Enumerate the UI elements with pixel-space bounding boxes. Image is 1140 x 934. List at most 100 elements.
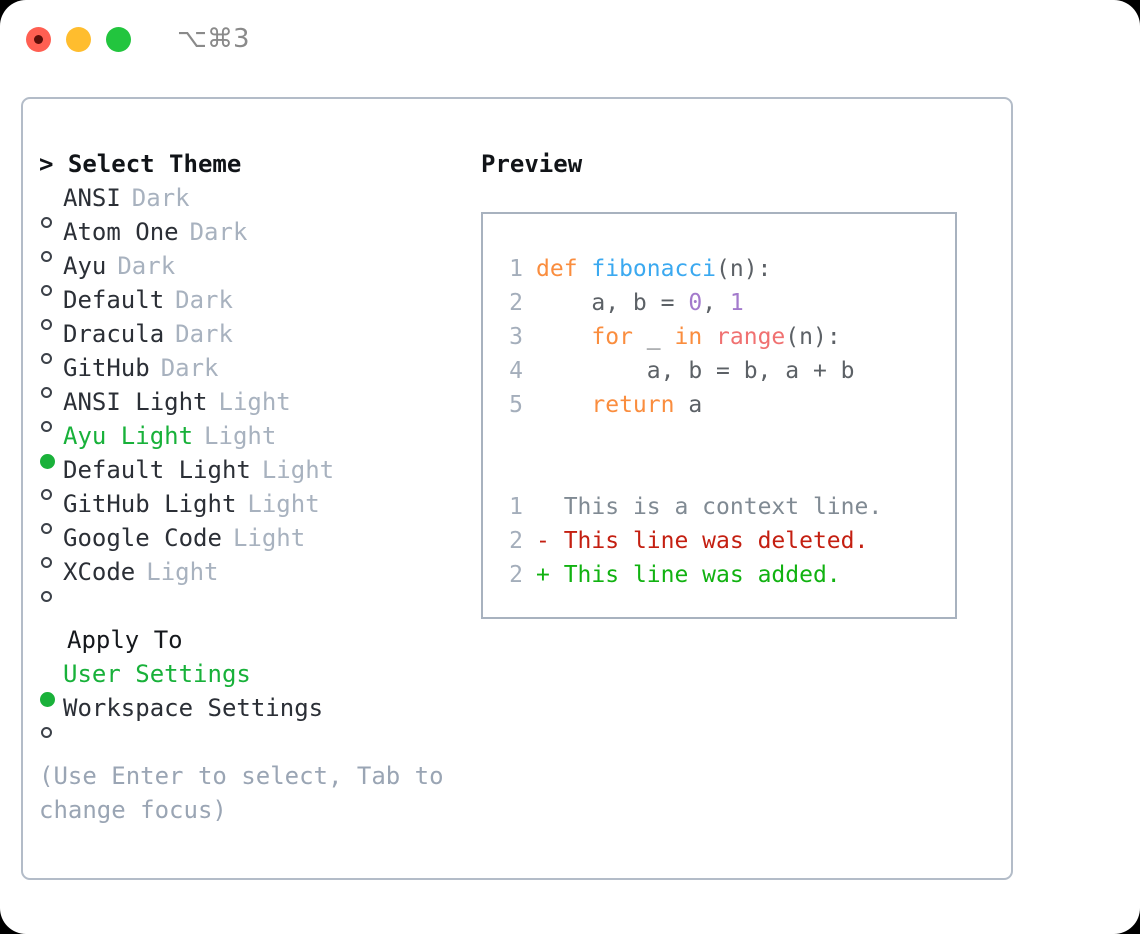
- radio-mark: [41, 523, 52, 534]
- diff-marker: -: [536, 528, 564, 554]
- theme-name-label: GitHub Light: [63, 490, 237, 518]
- theme-option-atom-one[interactable]: Atom One Dark: [39, 215, 469, 262]
- theme-name-label: Atom One: [63, 218, 179, 246]
- theme-variant-badge: Dark: [160, 354, 219, 382]
- line-number: 5: [509, 392, 523, 418]
- close-button[interactable]: [26, 26, 51, 52]
- preview-header: Preview: [481, 150, 583, 178]
- token-pln: [536, 324, 591, 350]
- diff-text: - This line was deleted.: [536, 524, 868, 558]
- theme-option-default[interactable]: Default Dark: [39, 283, 469, 330]
- apply-to-label: User Settings: [63, 660, 251, 688]
- spacer: [493, 422, 955, 456]
- diff-line-ctx: 1 This is a context line.: [493, 490, 955, 524]
- theme-variant-badge: Light: [204, 422, 277, 450]
- theme-option-xcode[interactable]: XCode Light: [39, 555, 469, 602]
- window-controls: [26, 26, 131, 52]
- theme-variant-badge: Dark: [131, 184, 190, 212]
- line-number: 3: [509, 324, 523, 350]
- apply-to-label: Workspace Settings: [63, 694, 324, 722]
- token-pln: (n):: [716, 256, 772, 282]
- diff-content: This line was added.: [563, 562, 841, 588]
- line-number: 4: [509, 358, 523, 384]
- theme-option-ansi[interactable]: ANSI Dark: [39, 181, 469, 228]
- diff-marker: [536, 494, 564, 520]
- theme-variant-badge: Dark: [117, 252, 176, 280]
- token-kw: in: [674, 324, 703, 350]
- minimize-button[interactable]: [66, 26, 91, 52]
- apply-to-option-user-settings[interactable]: User Settings: [39, 657, 469, 707]
- code-text: return a: [536, 388, 702, 422]
- theme-variant-badge: Dark: [175, 286, 233, 314]
- spacer: [493, 456, 955, 490]
- radio-mark: [41, 387, 52, 398]
- theme-option-github[interactable]: GitHub Dark: [39, 351, 469, 398]
- radio-mark: [40, 692, 55, 707]
- keyboard-hint-text: (Use Enter to select, Tab to change focu…: [39, 762, 444, 824]
- diff-content: This line was deleted.: [563, 528, 869, 554]
- apply-to-option-workspace-settings[interactable]: Workspace Settings: [39, 691, 469, 738]
- theme-option-dracula[interactable]: Dracula Dark: [39, 317, 469, 364]
- token-fn: fibonacci: [591, 256, 717, 282]
- theme-name-label: GitHub: [63, 354, 150, 382]
- code-line: 3 for _ in range(n):: [493, 320, 955, 354]
- theme-name-label: XCode: [63, 558, 136, 586]
- radio-mark: [41, 251, 52, 262]
- theme-variant-badge: Dark: [175, 320, 233, 348]
- radio-mark: [41, 727, 52, 738]
- theme-option-ayu[interactable]: Ayu Dark: [39, 249, 469, 296]
- code-text: for _ in range(n):: [536, 320, 841, 354]
- apply-to-header: Apply To: [67, 626, 183, 654]
- radio-mark: [41, 591, 52, 602]
- theme-name-label: Default: [63, 286, 165, 314]
- theme-name-label: ANSI: [63, 184, 121, 212]
- token-pln: [702, 324, 716, 350]
- line-number: 2: [509, 290, 523, 316]
- code-line: 2 a, b = 0, 1: [493, 286, 955, 320]
- diff-text: + This line was added.: [536, 558, 841, 592]
- token-pln: a: [674, 392, 703, 418]
- theme-name-label: Ayu: [63, 252, 107, 280]
- title-bar: ⌥⌘3: [0, 0, 1140, 78]
- token-pln: a, b = b, a + b: [536, 358, 855, 384]
- line-number: 2: [509, 528, 523, 554]
- record-indicator-icon: [34, 34, 43, 44]
- select-theme-header: > Select Theme: [39, 150, 242, 178]
- token-bi: range: [716, 324, 786, 350]
- maximize-button[interactable]: [106, 26, 131, 52]
- radio-mark: [41, 557, 52, 568]
- radio-mark: [41, 421, 52, 432]
- token-kw: for: [591, 324, 633, 350]
- token-pln: a, b =: [536, 290, 689, 316]
- token-pln: [536, 392, 591, 418]
- token-pln: (n):: [785, 324, 841, 350]
- theme-variant-badge: Light: [247, 490, 320, 518]
- theme-name-label: Dracula: [63, 320, 165, 348]
- code-line: 4 a, b = b, a + b: [493, 354, 955, 388]
- code-text: a, b = b, a + b: [536, 354, 855, 388]
- theme-variant-badge: Dark: [189, 218, 248, 246]
- theme-variant-badge: Light: [261, 456, 335, 484]
- diff-block: 1 This is a context line.2- This line wa…: [493, 490, 955, 592]
- token-num: 0: [688, 290, 703, 316]
- theme-name-label: ANSI Light: [63, 388, 208, 416]
- theme-variant-badge: Light: [146, 558, 219, 586]
- theme-option-github-light[interactable]: GitHub Light Light: [39, 487, 469, 534]
- line-number: 2: [509, 562, 523, 588]
- radio-mark: [41, 217, 52, 228]
- radio-mark: [41, 285, 52, 296]
- spacer: [39, 725, 469, 759]
- token-num: 1: [729, 290, 744, 316]
